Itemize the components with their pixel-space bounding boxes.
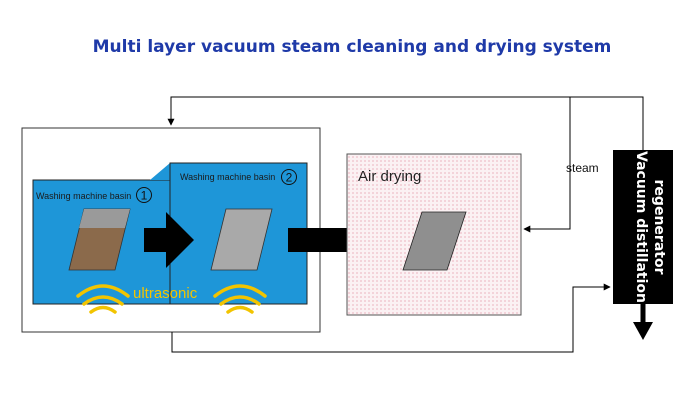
dirty-part-top xyxy=(79,209,130,228)
air-drying-label: Air drying xyxy=(358,168,421,185)
return-line-bottom xyxy=(171,283,611,353)
ultrasonic-label: ultrasonic xyxy=(133,285,198,302)
basin-2-label: Washing machine basin xyxy=(180,172,275,182)
regenerator-label-line1: Vacuum distillation xyxy=(633,151,649,303)
ultrasonic-waves-right xyxy=(213,284,267,314)
transfer-arrow-1 xyxy=(144,212,194,268)
ultrasonic-waves-left xyxy=(76,284,130,314)
washing-basin-2: Washing machine basin 2 xyxy=(150,162,308,305)
feedback-line-top xyxy=(167,96,644,150)
steam-label: steam xyxy=(566,161,599,175)
basin-1-number: 1 xyxy=(141,189,148,203)
washing-basin-1: Washing machine basin 1 xyxy=(32,179,171,305)
steam-line xyxy=(523,97,571,233)
regenerator-label-line2: regenerator xyxy=(651,180,667,275)
basin-2-number: 2 xyxy=(286,171,293,185)
clean-part-icon xyxy=(210,208,273,271)
basin-1-number-circle xyxy=(136,187,152,203)
page-title: Multi layer vacuum steam cleaning and dr… xyxy=(93,37,612,57)
regenerator-output-arrow xyxy=(633,322,653,340)
regenerator-box xyxy=(613,150,673,304)
basin-1-label: Washing machine basin xyxy=(36,191,131,201)
basin-2-number-circle xyxy=(281,169,297,185)
dried-part-icon xyxy=(402,211,467,271)
